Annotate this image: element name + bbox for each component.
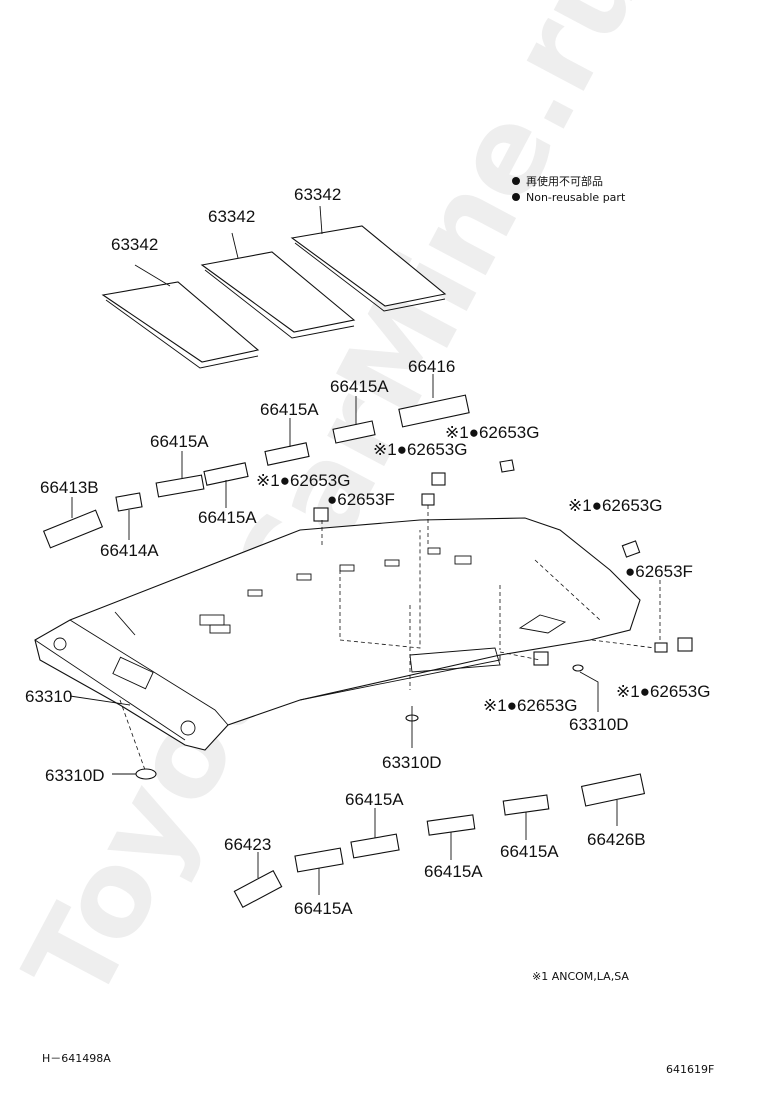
part-label-62653f: ●62653F [327, 490, 395, 509]
part-label-66415a: 66415A [500, 842, 559, 861]
part-label-63310d: 63310D [569, 715, 629, 734]
part-label-66426b: 66426B [587, 830, 646, 849]
non-reusable-dot-icon [512, 193, 520, 201]
part-label-66415a: 66415A [294, 899, 353, 918]
clips [313, 459, 693, 666]
part-label-63310d: 63310D [382, 753, 442, 772]
part-label-63342: 63342 [294, 185, 341, 204]
part-label-62653g: ※1●62653G [445, 423, 539, 442]
headliner-63310 [34, 505, 661, 771]
part-label-66415a: 66415A [345, 790, 404, 809]
part-label-62653g: ※1●62653G [256, 471, 350, 490]
part-label-62653f: ●62653F [625, 562, 693, 581]
part-label-63342: 63342 [111, 235, 158, 254]
roof-pads-63342 [101, 205, 447, 369]
part-label-62653g: ※1●62653G [616, 682, 710, 701]
part-label-62653g: ※1●62653G [568, 496, 662, 515]
part-label-66415a: 66415A [424, 862, 483, 881]
page-code: 641619F [666, 1063, 714, 1076]
part-label-66414a: 66414A [100, 541, 159, 560]
upper-trim-pieces [42, 374, 470, 549]
part-label-66415a: 66415A [198, 508, 257, 527]
part-label-62653g: ※1●62653G [373, 440, 467, 459]
part-label-66423: 66423 [224, 835, 271, 854]
diagram-id: H－641498A [42, 1052, 111, 1065]
part-label-62653g: ※1●62653G [483, 696, 577, 715]
footnote: ※1 ANCOM,LA,SA [532, 970, 629, 983]
part-label-66413b: 66413B [40, 478, 99, 497]
part-label-63342: 63342 [208, 207, 255, 226]
fasteners-63310d [112, 664, 599, 780]
legend-en-text: Non-reusable part [526, 191, 626, 204]
part-label-63310: 63310 [25, 687, 72, 706]
part-label-66415a: 66415A [330, 377, 389, 396]
part-label-63310d: 63310D [45, 766, 105, 785]
lower-trim-pieces [233, 773, 646, 909]
non-reusable-dot-icon [512, 177, 520, 185]
part-label-66415a: 66415A [260, 400, 319, 419]
legend: 再使用不可部品 Non-reusable part [512, 174, 626, 204]
legend-jp-text: 再使用不可部品 [526, 174, 603, 188]
part-label-66415a: 66415A [150, 432, 209, 451]
part-label-66416: 66416 [408, 357, 455, 376]
